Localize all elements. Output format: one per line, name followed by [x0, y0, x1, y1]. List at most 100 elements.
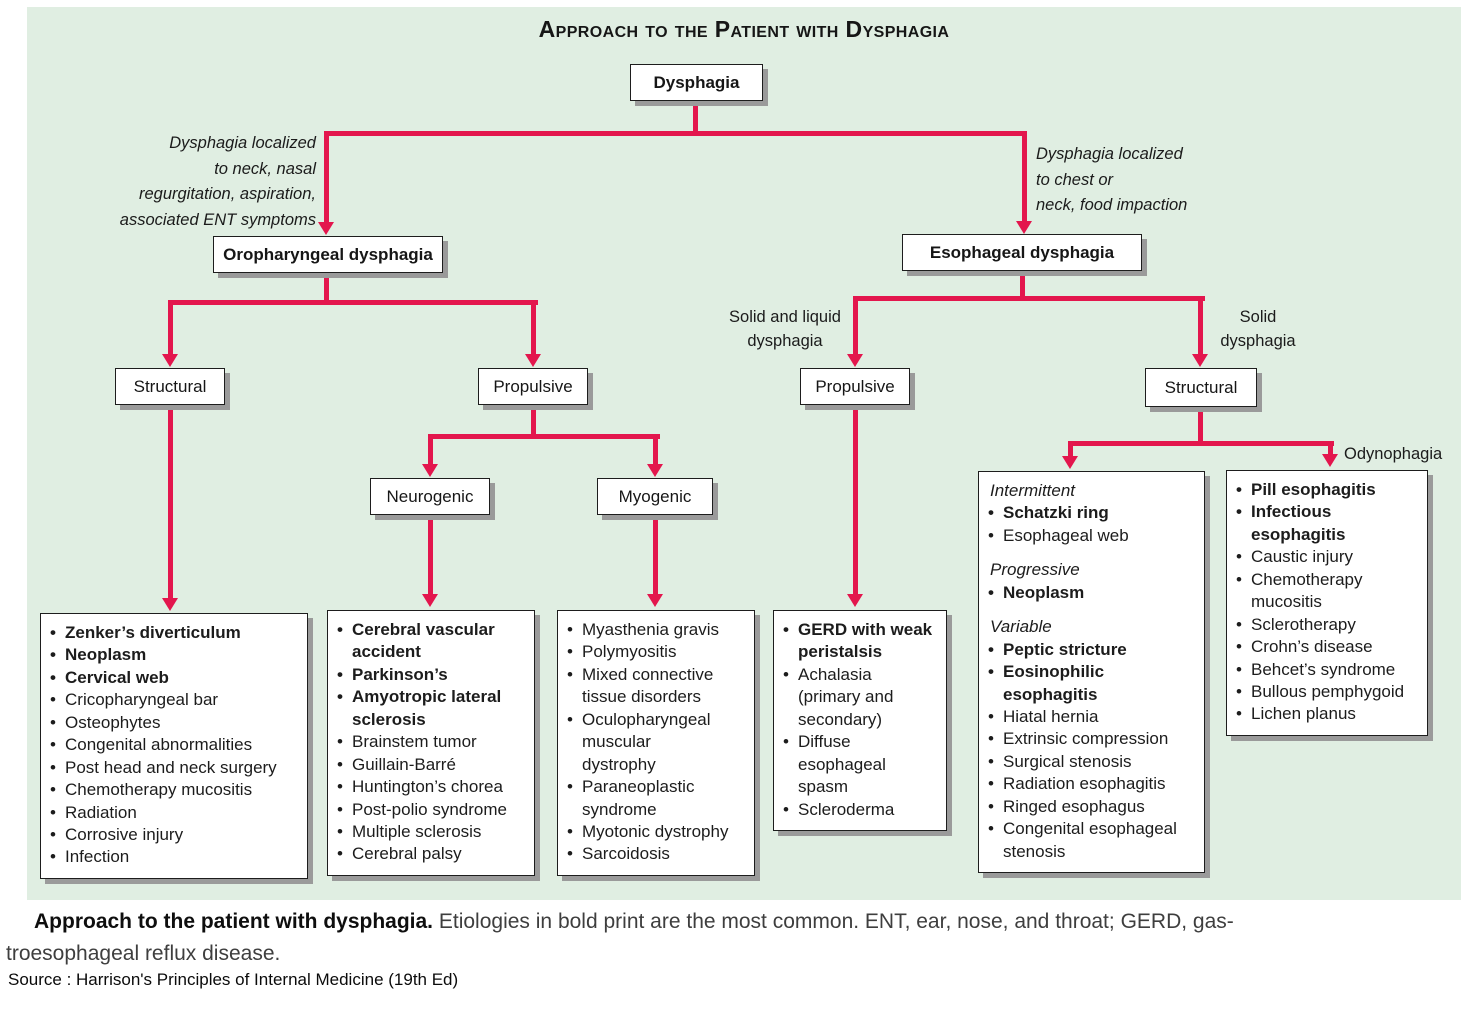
list-item-label: Zenker’s diverticulum	[65, 623, 241, 642]
figure-caption: Approach to the patient with dysphagia. …	[6, 906, 1466, 969]
list-group-header: Intermittent	[988, 480, 1199, 502]
edge-label-solid-and-liquid: Solid and liquid dysphagia	[729, 308, 841, 350]
connector-dysphagia-stem	[693, 101, 698, 134]
bullet-icon: •	[50, 712, 56, 732]
list-esophageal-propulsive: •GERD with weak peristalsis•Achalasia (p…	[773, 610, 947, 831]
list-item-label: Neoplasm	[65, 645, 147, 665]
bullet-icon: •	[337, 799, 343, 819]
arrowhead-icon	[647, 464, 663, 477]
connector-to-myogenic	[653, 434, 658, 465]
bullet-icon: •	[988, 503, 994, 523]
list-item-label: Achalasia (primary and secondary)	[798, 664, 894, 729]
list-item: • Osteophytes	[50, 712, 302, 734]
annotation-oropharyngeal-criteria: Dysphagia localized to neck, nasal regur…	[119, 134, 316, 229]
bullet-icon: •	[1236, 681, 1242, 701]
connector-propulsive-left-stem	[531, 404, 536, 439]
list-item-label: Behcet’s syndrome	[1251, 659, 1396, 679]
chart-title: Approach to the Patient with Dysphagia	[538, 16, 950, 42]
list-item-label: Paraneoplastic syndrome	[582, 777, 695, 819]
connector-structural-right-stem	[1198, 406, 1203, 446]
annotation-esophageal-criteria: Dysphagia localized to chest or neck, fo…	[1036, 145, 1188, 215]
bullet-icon: •	[567, 777, 573, 797]
arrowhead-icon	[1192, 354, 1208, 367]
list-item: •Scleroderma	[783, 799, 941, 821]
list-item: •Chemotherapy mucositis	[1236, 569, 1422, 614]
bullet-icon: •	[567, 844, 573, 864]
connector-to-intermittent-list	[1068, 441, 1073, 457]
bullet-icon: •	[1236, 614, 1242, 634]
list-item: •Radiation	[50, 802, 302, 824]
connector-to-propulsive-left	[531, 300, 536, 355]
list-item: •Esophageal web	[988, 525, 1199, 547]
bullet-icon: •	[50, 667, 56, 687]
list-item: • Congenital esophageal stenosis	[988, 818, 1199, 863]
bullet-icon: •	[567, 642, 573, 662]
list-item-label: Brainstem tumor	[352, 732, 477, 752]
list-item: •Oculopharyngeal muscular dystrophy	[567, 709, 749, 776]
list-item-label: Eosinophilic esophagitis	[1003, 662, 1105, 704]
arrowhead-icon	[1016, 221, 1032, 234]
list-item: •Cricopharyngeal bar	[50, 689, 302, 711]
bullet-icon: •	[1236, 480, 1242, 499]
bullet-icon: •	[50, 780, 56, 800]
list-item: • Paraneoplastic syndrome	[567, 776, 749, 821]
bullet-icon: •	[337, 664, 343, 684]
list-item-label: Congenital esophageal stenosis	[1003, 819, 1177, 861]
arrowhead-icon	[422, 594, 438, 607]
list-item: •Cerebral vascular accident	[337, 619, 529, 664]
arrowhead-icon	[162, 598, 178, 611]
connector-to-odynophagia-list	[1328, 441, 1333, 456]
list-item-label: Post-polio syndrome	[352, 799, 507, 819]
list-item-label: Bullous pemphygoid	[1251, 681, 1405, 701]
list-item: • Post-polio syndrome	[337, 799, 529, 821]
list-item: •Lichen planus	[1236, 703, 1422, 725]
bullet-icon: •	[1236, 704, 1242, 724]
bullet-icon: •	[567, 709, 573, 729]
bullet-icon: •	[988, 706, 994, 726]
bullet-icon: •	[988, 662, 994, 682]
bullet-icon: •	[50, 645, 56, 665]
caption-text: Etiologies in bold print are the most co…	[6, 910, 1234, 965]
bullet-icon: •	[337, 754, 343, 774]
list-myogenic: •Myasthenia gravis•Polymyositis•Mixed co…	[557, 610, 755, 876]
list-item: •Radiation esophagitis	[988, 773, 1199, 795]
list-item: •Infectious esophagitis	[1236, 501, 1422, 546]
bullet-icon: •	[567, 620, 573, 639]
list-item: •Schatzki ring	[988, 502, 1199, 524]
bullet-icon: •	[50, 847, 56, 867]
list-item-label: Infectious esophagitis	[1251, 502, 1346, 544]
list-item: • Bullous pemphygoid	[1236, 681, 1422, 703]
list-item-label: Corrosive injury	[65, 824, 184, 844]
list-item: •Multiple sclerosis	[337, 821, 529, 843]
bullet-icon: •	[50, 690, 56, 710]
bullet-icon: •	[337, 620, 343, 639]
list-item-label: Post head and neck surgery	[65, 757, 277, 777]
bullet-icon: •	[50, 802, 56, 822]
list-item-label: Caustic injury	[1251, 547, 1354, 567]
connector-to-oropharyngeal	[324, 131, 329, 222]
list-item: •Pill esophagitis	[1236, 479, 1422, 501]
caption-lead: Approach to the patient with dysphagia.	[34, 910, 434, 933]
node-dysphagia: Dysphagia	[630, 64, 763, 101]
node-myogenic: Myogenic	[597, 478, 713, 515]
bullet-icon: •	[567, 664, 573, 684]
list-item: • Corrosive injury	[50, 824, 302, 846]
list-item: •Surgical stenosis	[988, 751, 1199, 773]
edge-label-solid: Solid dysphagia	[1220, 308, 1296, 350]
bullet-icon: •	[50, 824, 56, 844]
bullet-icon: •	[337, 821, 343, 841]
bullet-icon: •	[50, 735, 56, 755]
bullet-icon: •	[783, 799, 789, 819]
list-item: •Hiatal hernia	[988, 706, 1199, 728]
list-item: •Zenker’s diverticulum	[50, 622, 302, 644]
list-item-label: Myotonic dystrophy	[582, 821, 729, 841]
list-item: •Guillain-Barré	[337, 754, 529, 776]
list-item-label: Osteophytes	[65, 712, 161, 732]
list-item: •Crohn’s disease	[1236, 636, 1422, 658]
list-item-label: Intermittent	[990, 481, 1076, 500]
list-item-label: Infection	[65, 847, 130, 867]
node-structural-left: Structural	[115, 368, 225, 405]
bullet-icon: •	[783, 732, 789, 752]
list-item-label: Sarcoidosis	[582, 844, 670, 864]
bullet-icon: •	[988, 819, 994, 839]
